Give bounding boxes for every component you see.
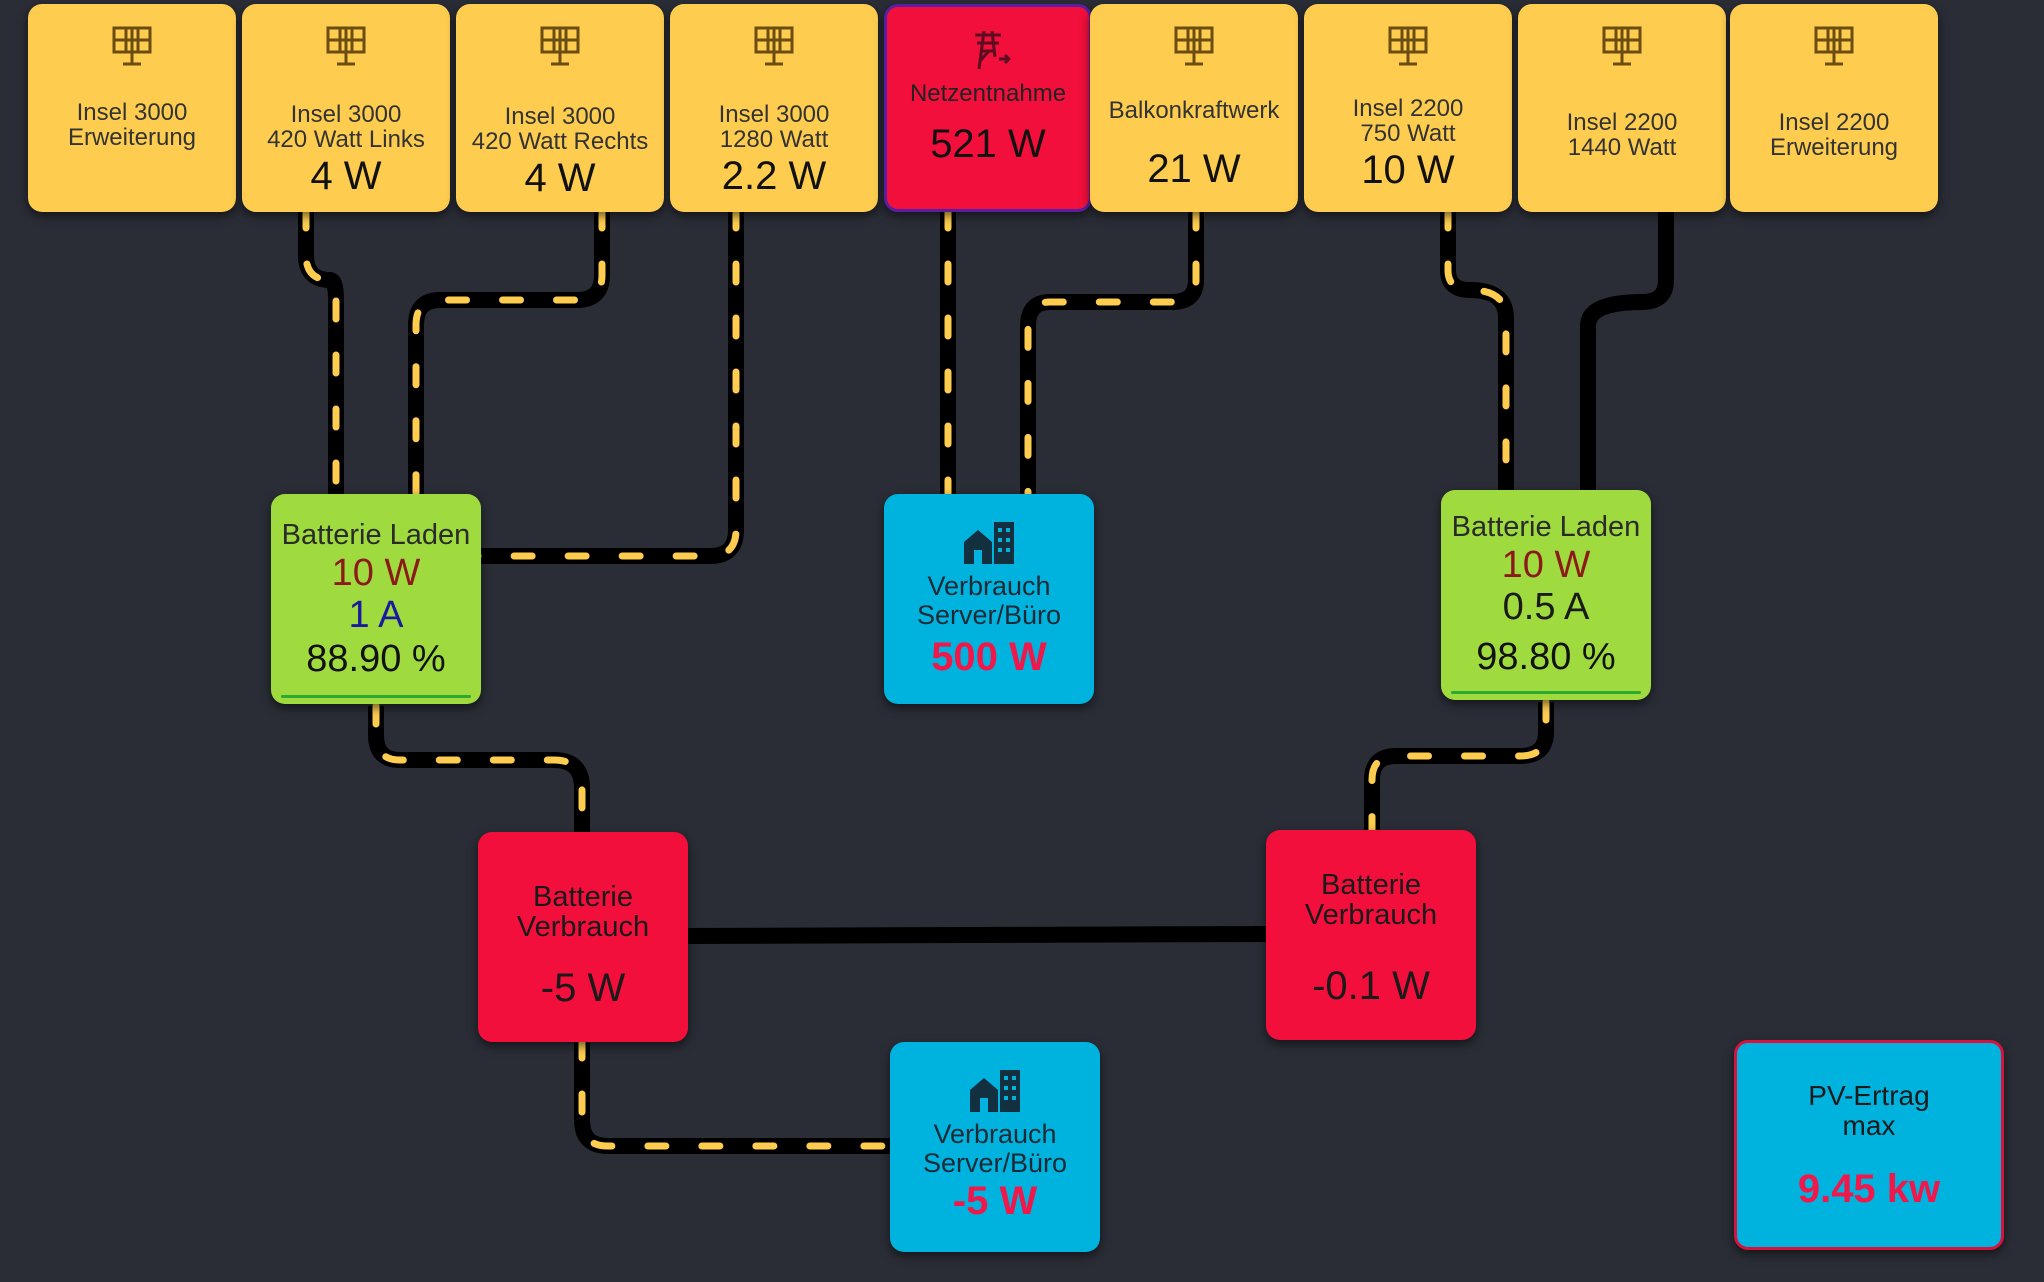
solar-panel-icon: [1388, 26, 1428, 66]
battery-state-of-charge: 98.80 %: [1476, 636, 1616, 678]
solar-tile-power: 10 W: [1361, 148, 1455, 192]
battery-charge-power: 10 W: [331, 552, 421, 594]
solar-tile-label: Insel 3000 Erweiterung: [67, 99, 197, 151]
solar-tile-insel-3000-420-rechts[interactable]: Insel 3000 420 Watt Rechts 4 W: [456, 4, 664, 212]
battery-discharge-label: Batterie Verbrauch: [516, 881, 650, 943]
flow-dash-drain-consumer: [578, 1036, 894, 1150]
flow-dash-420-links: [302, 206, 340, 504]
flow-dash-1280: [474, 206, 740, 560]
solar-tile-label: Insel 3000 420 Watt Rechts: [471, 103, 649, 155]
solar-panel-icon: [326, 26, 366, 66]
battery-soc-bar: [1451, 691, 1641, 694]
solar-tile-insel-3000-erweiterung[interactable]: Insel 3000 Erweiterung: [28, 4, 236, 212]
solar-tile-power: 4 W: [310, 154, 382, 198]
consumption-server-office-top[interactable]: Verbrauch Server/Büro 500 W: [884, 494, 1094, 704]
battery-charge-current: 1 A: [348, 594, 404, 636]
consumption-power: -5 W: [952, 1179, 1038, 1223]
flow-line-drain-link: [685, 926, 1267, 944]
battery-discharge-power: -0.1 W: [1312, 964, 1430, 1008]
solar-tile-label: Insel 2200 1440 Watt: [1566, 109, 1678, 161]
solar-tile-label: Insel 2200 750 Watt: [1352, 95, 1464, 147]
consumption-label: Verbrauch Server/Büro: [922, 1119, 1068, 1178]
solar-tile-insel-2200-1440[interactable]: Insel 2200 1440 Watt: [1518, 4, 1726, 212]
battery-charge-current: 0.5 A: [1502, 586, 1590, 628]
battery-charge-label: Batterie Laden: [1451, 511, 1641, 543]
solar-panel-icon: [1602, 26, 1642, 66]
grid-import-tile[interactable]: Netzentnahme 521 W: [884, 4, 1092, 212]
battery-charge-right[interactable]: Batterie Laden 10 W 0.5 A 98.80 %: [1441, 490, 1651, 700]
battery-discharge-left[interactable]: Batterie Verbrauch -5 W: [478, 832, 688, 1042]
solar-panel-icon: [1174, 26, 1214, 66]
solar-panel-icon: [540, 26, 580, 66]
solar-tile-balkonkraftwerk[interactable]: Balkonkraftwerk 21 W: [1090, 4, 1298, 212]
consumption-server-office-bottom[interactable]: Verbrauch Server/Büro -5 W: [890, 1042, 1100, 1252]
flow-line-battery-right-drain: [1364, 702, 1554, 830]
battery-discharge-label: Batterie Verbrauch: [1304, 869, 1438, 931]
flow-line-420-links: [298, 210, 344, 500]
flow-dash-420-rechts: [412, 206, 606, 504]
flow-line-750: [1440, 210, 1514, 495]
flow-line-420-rechts: [408, 210, 610, 500]
flow-line-1440: [1580, 210, 1674, 495]
flow-line-battery-left-drain: [368, 706, 590, 832]
home-building-icon: [970, 1070, 1020, 1112]
solar-tile-insel-3000-420-links[interactable]: Insel 3000 420 Watt Links 4 W: [242, 4, 450, 212]
battery-charge-power: 10 W: [1501, 544, 1591, 586]
battery-charge-label: Batterie Laden: [281, 519, 471, 551]
solar-tile-power: 21 W: [1147, 147, 1241, 191]
pv-yield-max-value: 9.45 kw: [1797, 1167, 1941, 1211]
transmission-tower-icon: [975, 30, 1011, 70]
flow-dash-750: [1444, 206, 1510, 499]
grid-import-label: Netzentnahme: [909, 80, 1067, 107]
battery-charge-left[interactable]: Batterie Laden 10 W 1 A 88.90 %: [271, 494, 481, 704]
solar-panel-icon: [754, 26, 794, 66]
solar-tile-label: Insel 3000 420 Watt Links: [267, 101, 425, 153]
battery-discharge-power: -5 W: [540, 966, 626, 1010]
flow-line-balkon: [1020, 210, 1204, 500]
solar-tile-insel-2200-erweiterung[interactable]: Insel 2200 Erweiterung: [1730, 4, 1938, 212]
solar-panel-icon: [1814, 26, 1854, 66]
consumption-label: Verbrauch Server/Büro: [916, 571, 1062, 630]
solar-tile-label: Balkonkraftwerk: [1108, 97, 1280, 124]
pv-yield-max-label: PV-Ertrag max: [1808, 1080, 1930, 1141]
solar-tile-label: Insel 2200 Erweiterung: [1769, 109, 1899, 161]
battery-state-of-charge: 88.90 %: [306, 638, 446, 680]
flow-line-drain-consumer: [574, 1040, 890, 1154]
solar-tile-power: 2.2 W: [721, 154, 827, 198]
battery-soc-bar: [281, 695, 471, 698]
pv-yield-max-tile[interactable]: PV-Ertrag max 9.45 kw: [1734, 1040, 2004, 1250]
grid-import-power: 521 W: [930, 122, 1046, 166]
solar-tile-insel-3000-1280[interactable]: Insel 3000 1280 Watt 2.2 W: [670, 4, 878, 212]
flow-dash-battery-left-drain: [372, 702, 586, 836]
solar-tile-insel-2200-750[interactable]: Insel 2200 750 Watt 10 W: [1304, 4, 1512, 212]
solar-tile-power: 4 W: [524, 156, 596, 200]
home-building-icon: [964, 522, 1014, 564]
consumption-power: 500 W: [931, 635, 1047, 679]
solar-tile-label: Insel 3000 1280 Watt: [718, 101, 830, 153]
flow-dash-balkon: [1024, 206, 1200, 504]
battery-discharge-right[interactable]: Batterie Verbrauch -0.1 W: [1266, 830, 1476, 1040]
flow-dash-battery-right-drain: [1368, 698, 1550, 834]
solar-panel-icon: [112, 26, 152, 66]
